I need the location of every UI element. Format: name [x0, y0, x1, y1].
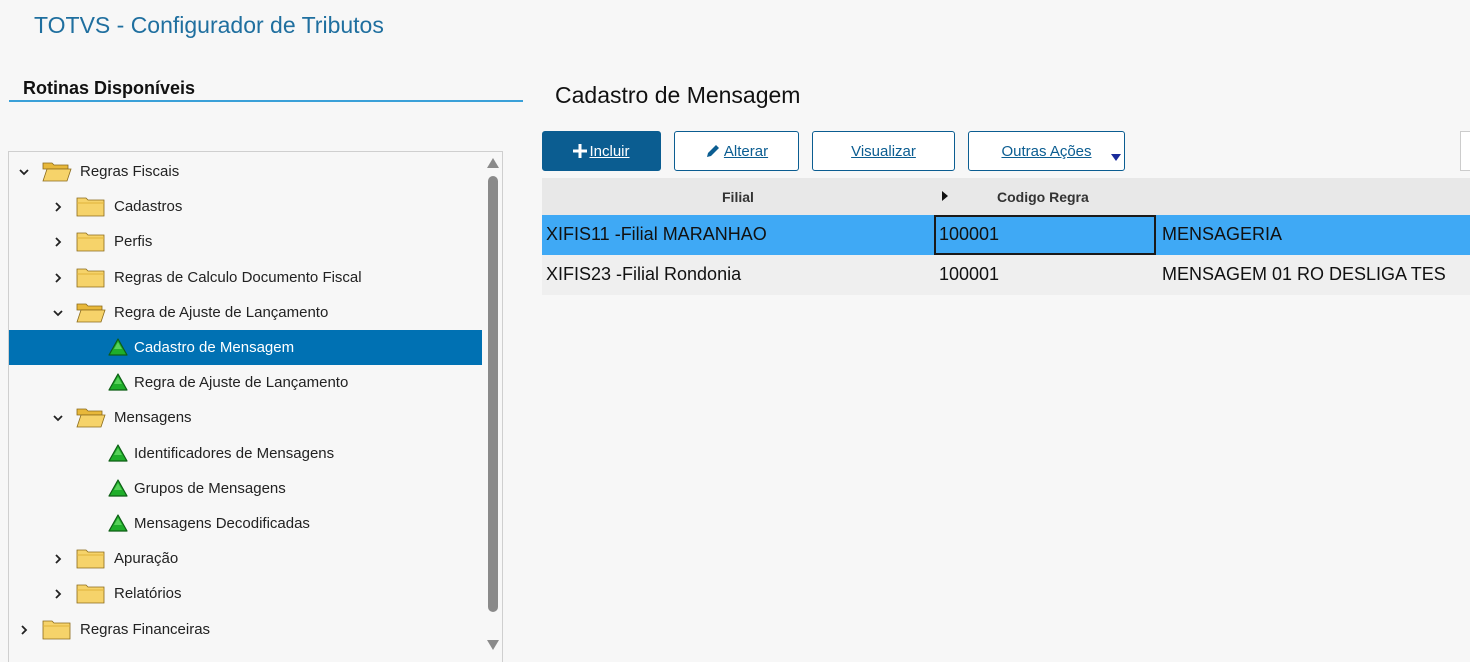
visualizar-button[interactable]: Visualizar [812, 131, 955, 171]
grid-header: Filial Codigo Regra [542, 178, 1470, 215]
cell-filial[interactable]: XIFIS23 -Filial Rondonia [546, 264, 742, 284]
scroll-down-icon[interactable] [487, 640, 499, 650]
folder-open-icon [76, 408, 106, 428]
row-pointer-icon [942, 191, 948, 201]
outras-acoes-button[interactable]: Outras Ações [968, 131, 1125, 171]
dropdown-arrow-icon [1111, 154, 1121, 161]
cell-descricao[interactable]: MENSAGERIA [1162, 224, 1283, 244]
chevron-down-icon[interactable] [52, 412, 64, 424]
chevron-right-icon[interactable] [52, 272, 64, 284]
chevron-right-icon[interactable] [52, 588, 64, 600]
folder-icon [42, 620, 71, 639]
tree-item[interactable]: Regra de Ajuste de Lançamento [9, 365, 482, 400]
alterar-label: Alterar [723, 142, 769, 160]
app-title: TOTVS - Configurador de Tributos [34, 12, 384, 38]
tree-item[interactable]: Regra de Ajuste de Lançamento [9, 295, 482, 330]
tree-item[interactable]: Cadastros [9, 189, 482, 224]
plus-icon [573, 144, 588, 158]
table-row[interactable]: XIFIS23 -Filial Rondonia 100001 MENSAGEM… [542, 255, 1470, 295]
chevron-right-icon[interactable] [18, 624, 30, 636]
alterar-button[interactable]: Alterar [674, 131, 799, 171]
tree-item[interactable]: Regras Fiscais [9, 154, 482, 189]
tree-item-label: Cadastros [114, 198, 183, 216]
column-header-codigo-regra[interactable]: Codigo Regra [997, 189, 1089, 205]
chevron-right-icon[interactable] [52, 553, 64, 565]
incluir-label: Incluir [589, 142, 630, 160]
green-triangle-icon [108, 443, 128, 462]
tree-item[interactable]: Regras Financeiras [9, 612, 482, 647]
tree-item-label: Regras Fiscais [80, 163, 180, 180]
tree-item[interactable]: Identificadores de Mensagens [9, 436, 482, 471]
tree-item[interactable]: Perfis [9, 224, 482, 259]
column-header-filial[interactable]: Filial [722, 189, 754, 205]
incluir-button[interactable]: Incluir [542, 131, 661, 171]
sidebar-title: Rotinas Disponíveis [23, 78, 196, 98]
page-title: Cadastro de Mensagem [555, 82, 801, 108]
folder-icon [76, 197, 105, 217]
cell-filial[interactable]: XIFIS11 -Filial MARANHAO [546, 224, 767, 244]
pencil-icon [706, 145, 719, 157]
tree-item-label: Regra de Ajuste de Lançamento [114, 303, 329, 321]
tree-item-label: Perfis [114, 233, 153, 251]
tree-item[interactable]: Grupos de Mensagens [9, 471, 482, 506]
tree-item-label: Regras de Calculo Documento Fiscal [114, 268, 362, 286]
folder-icon [76, 584, 105, 604]
tree-item[interactable]: Mensagens [9, 400, 482, 435]
folder-icon [76, 549, 105, 569]
cell-codigo-regra[interactable]: 100001 [939, 264, 1000, 284]
tree-item[interactable]: Relatórios [9, 576, 482, 611]
tree-item-label: Grupos de Mensagens [134, 479, 286, 497]
chevron-right-icon[interactable] [52, 236, 64, 248]
scroll-up-icon[interactable] [487, 158, 499, 168]
tree-item-label: Apuração [114, 550, 179, 568]
chevron-right-icon[interactable] [52, 201, 64, 213]
green-triangle-icon [108, 373, 128, 391]
tree-item[interactable]: Cadastro de Mensagem [9, 330, 482, 365]
sidebar-title-underline [9, 100, 523, 102]
tree-item-label: Identificadores de Mensagens [134, 444, 335, 462]
tree-item[interactable]: Apuração [9, 541, 482, 576]
focused-cell-border [934, 215, 1156, 255]
folder-open-icon [76, 303, 106, 323]
tree-item-label: Regras Financeiras [80, 620, 211, 638]
chevron-down-icon[interactable] [18, 166, 30, 178]
tree-item[interactable]: Mensagens Decodificadas [9, 506, 482, 541]
toolbar-overflow-control[interactable] [1460, 131, 1470, 171]
visualizar-label: Visualizar [851, 142, 916, 160]
cell-codigo-regra[interactable]: 100001 [939, 224, 1000, 244]
green-triangle-icon [108, 338, 128, 356]
folder-icon [76, 232, 105, 252]
tree-item-label: Mensagens Decodificadas [134, 515, 310, 532]
folder-icon [76, 268, 105, 287]
green-triangle-icon [108, 479, 128, 497]
tree-item-label: Mensagens [114, 409, 192, 427]
tree-item[interactable]: Regras de Calculo Documento Fiscal [9, 260, 482, 295]
scroll-thumb[interactable] [488, 176, 498, 612]
tree-item-label: Regra de Ajuste de Lançamento [134, 374, 349, 392]
outras-acoes-label: Outras Ações [1001, 142, 1092, 160]
tree-item-label: Cadastro de Mensagem [134, 339, 295, 356]
tree-scrollbar[interactable] [484, 152, 502, 662]
tree-item-label: Relatórios [114, 585, 182, 603]
cell-descricao[interactable]: MENSAGEM 01 RO DESLIGA TES [1162, 264, 1446, 284]
green-triangle-icon [108, 514, 128, 532]
folder-open-icon [42, 162, 72, 182]
chevron-down-icon[interactable] [52, 307, 64, 319]
table-row[interactable]: XIFIS11 -Filial MARANHAO 100001 MENSAGER… [542, 215, 1470, 255]
